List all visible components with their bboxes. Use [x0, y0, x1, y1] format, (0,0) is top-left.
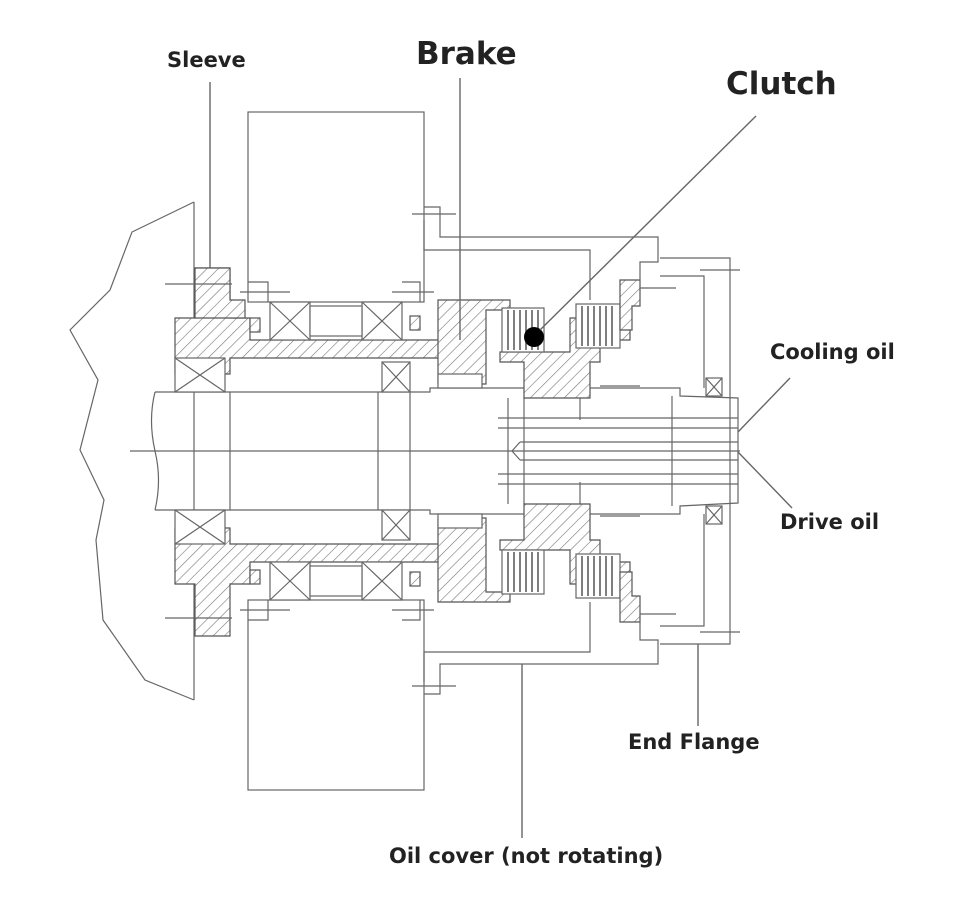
oil-bore-tip	[511, 441, 521, 461]
spacer-lower	[309, 565, 363, 597]
bearing-lower-1	[269, 561, 311, 601]
clutch-marker	[524, 327, 544, 347]
label-drive-oil: Drive oil	[780, 510, 880, 534]
oil-cover-inner-lower	[423, 602, 591, 682]
brake-bearing-lower	[437, 513, 483, 529]
label-sleeve: Sleeve	[167, 48, 246, 72]
leader-drive-oil	[737, 451, 793, 509]
label-oil-cover: Oil cover (not rotating)	[389, 844, 664, 868]
disc-pack-clutch-upper	[575, 303, 621, 349]
label-end-flange: End Flange	[628, 730, 760, 754]
brake-hub-upper	[437, 299, 511, 385]
spacer-upper	[309, 305, 363, 337]
sleeve-flange-upper	[194, 267, 246, 319]
pulley-upper	[247, 111, 425, 303]
brake-bearing-upper	[437, 373, 483, 389]
seal-1	[249, 317, 261, 333]
leader-clutch	[539, 115, 757, 331]
pulley-lower	[247, 599, 425, 791]
bolt-head-1	[248, 281, 269, 302]
label-clutch: Clutch	[726, 66, 837, 102]
bearing-upper-1	[269, 301, 311, 341]
seal-3	[249, 569, 261, 585]
bearing-shaft-left-upper	[174, 357, 226, 393]
flange-bearing-upper	[705, 377, 723, 397]
seal-4	[409, 571, 421, 587]
seal-2	[409, 315, 421, 331]
oil-cover-upper	[424, 206, 659, 280]
bearing-shaft-mid-upper	[381, 361, 411, 393]
oil-cover-lower	[424, 622, 659, 695]
bearing-upper-2	[361, 301, 403, 341]
bolt-head-3	[248, 600, 269, 621]
clutch-housing-upper	[619, 279, 641, 331]
oil-cover-inner-upper	[423, 220, 591, 300]
end-flange	[660, 257, 731, 645]
machine-wall	[69, 201, 195, 701]
disc-pack-clutch-lower	[575, 553, 621, 599]
bolt-head-2	[402, 281, 421, 302]
bearing-shaft-mid-lower	[381, 509, 411, 541]
clutch-housing-lower	[619, 571, 641, 623]
bearing-lower-2	[361, 561, 403, 601]
bearing-shaft-left-lower	[174, 509, 226, 545]
label-brake: Brake	[416, 36, 517, 72]
bolt-head-4	[402, 600, 421, 621]
brake-hub-lower	[437, 517, 511, 603]
shaft-break	[150, 391, 160, 511]
flange-bearing-lower	[705, 505, 723, 525]
end-flange-inner	[660, 275, 705, 627]
disc-pack-brake-lower	[501, 549, 545, 595]
label-cooling-oil: Cooling oil	[770, 340, 895, 364]
leader-cooling-oil	[737, 377, 791, 433]
main-shaft	[155, 387, 739, 515]
